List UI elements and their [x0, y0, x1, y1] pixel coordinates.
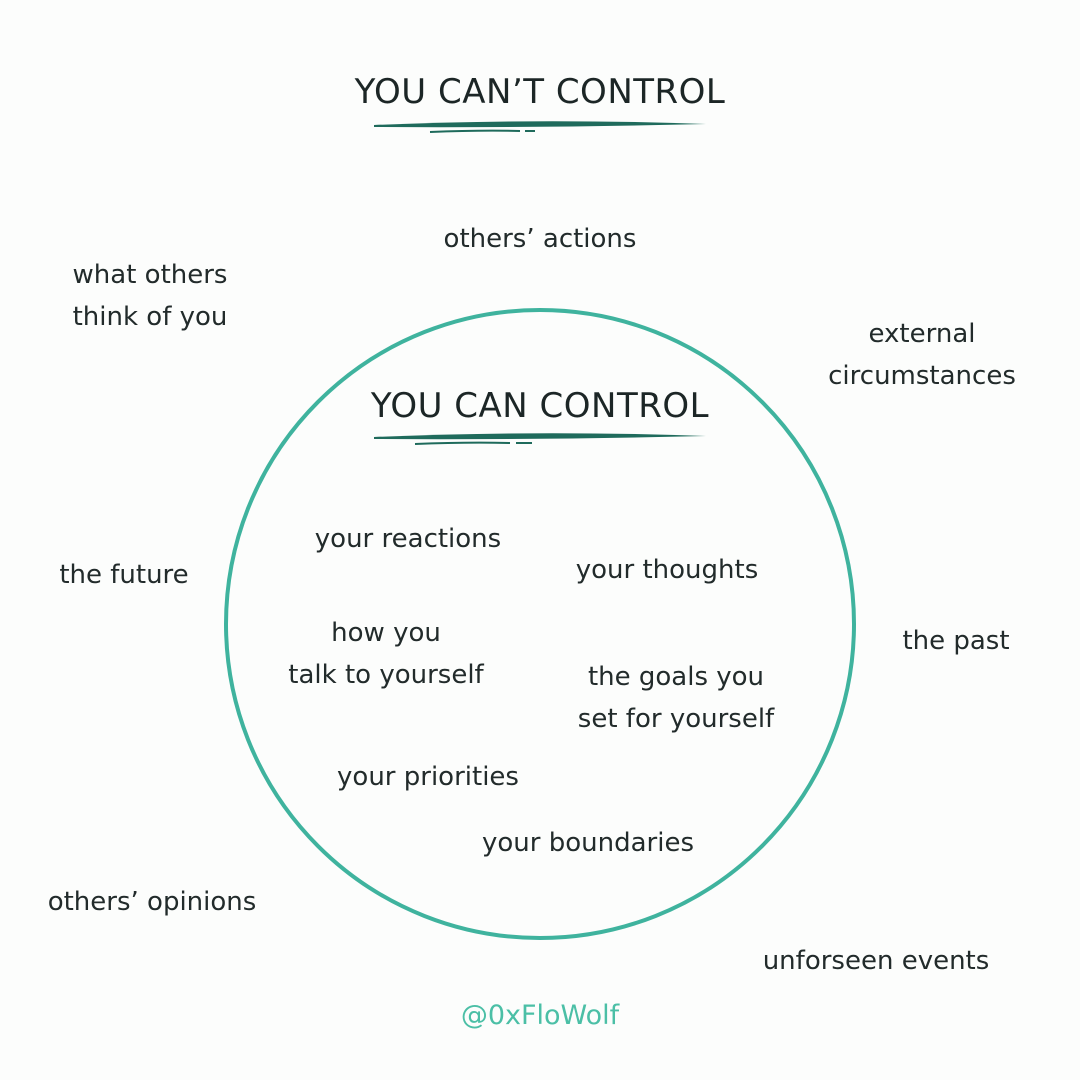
outer-item-the-future-text: the future: [59, 560, 189, 590]
inner-item-goals: the goals you set for yourself: [578, 656, 774, 740]
inner-title: YOU CAN CONTROL: [370, 386, 710, 426]
outer-item-others-opinions-text: others’ opinions: [47, 887, 257, 917]
outer-item-unforseen-events-text: unforseen events: [762, 946, 990, 976]
control-circle: [224, 308, 856, 940]
inner-item-your-thoughts-text: your thoughts: [575, 555, 759, 585]
inner-title-underline: [374, 433, 706, 445]
inner-item-goals-line2: set for yourself: [577, 704, 775, 734]
outer-item-the-future: the future: [59, 554, 188, 596]
inner-item-your-reactions-text: your reactions: [314, 524, 502, 554]
outer-item-what-others-think-line2: think of you: [72, 302, 228, 332]
inner-item-your-thoughts: your thoughts: [576, 549, 759, 591]
outer-item-unforseen-events: unforseen events: [763, 940, 990, 982]
inner-item-your-reactions: your reactions: [315, 518, 501, 560]
outer-item-the-past: the past: [902, 620, 1009, 662]
outer-item-what-others-think-line1: what others: [72, 260, 228, 290]
inner-item-goals-line1: the goals you: [587, 662, 765, 692]
inner-item-your-boundaries-text: your boundaries: [482, 828, 694, 858]
outer-title: YOU CAN’T CONTROL: [354, 72, 726, 112]
outer-title-underline: [374, 121, 706, 133]
inner-item-your-boundaries: your boundaries: [482, 822, 694, 864]
author-handle: @0xFloWolf: [460, 1000, 620, 1031]
outer-item-others-actions: others’ actions: [444, 218, 637, 260]
inner-item-your-priorities: your priorities: [337, 756, 519, 798]
outer-item-others-opinions: others’ opinions: [48, 881, 257, 923]
outer-item-external-line2: circumstances: [828, 361, 1016, 391]
outer-item-what-others-think: what others think of you: [73, 254, 228, 338]
inner-item-how-you-line1: how you: [331, 618, 441, 648]
outer-item-the-past-text: the past: [902, 626, 1010, 656]
outer-item-others-actions-text: others’ actions: [443, 224, 637, 254]
outer-item-external-circumstances: external circumstances: [828, 313, 1016, 397]
outer-item-external-line1: external: [868, 319, 976, 349]
inner-item-your-priorities-text: your priorities: [337, 762, 519, 792]
inner-item-how-you-talk: how you talk to yourself: [288, 612, 483, 696]
inner-item-how-you-line2: talk to yourself: [288, 660, 484, 690]
